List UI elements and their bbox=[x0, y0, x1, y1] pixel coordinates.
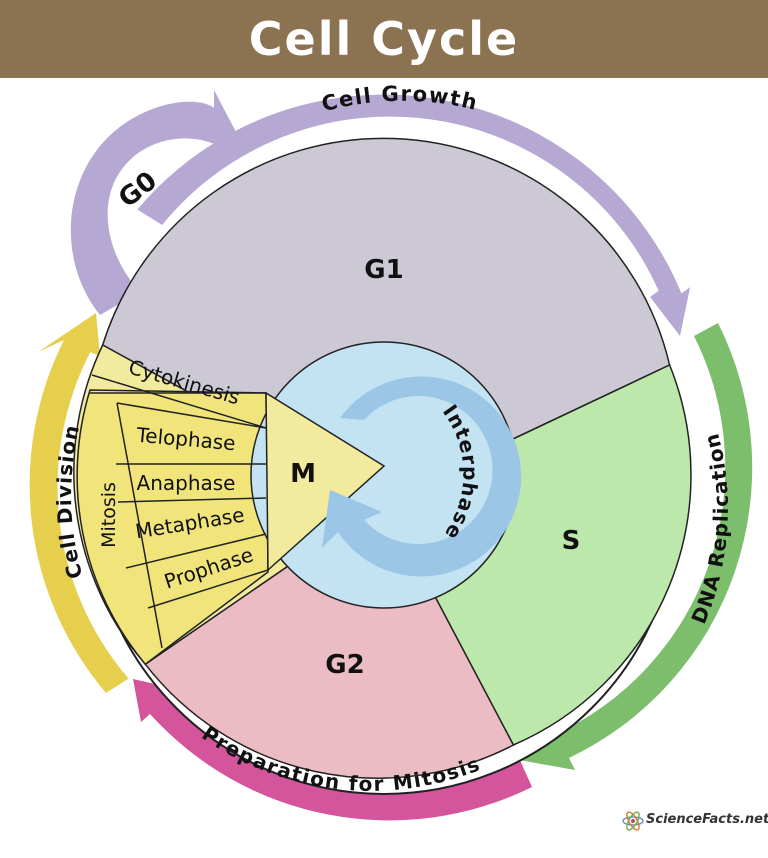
g2-label: G2 bbox=[325, 650, 364, 680]
title-bar: Cell Cycle bbox=[0, 0, 768, 78]
mitosis-dividers bbox=[90, 374, 269, 649]
logo-text: ScienceFacts.net bbox=[646, 812, 768, 827]
s-sector bbox=[382, 363, 692, 746]
mitosis-band bbox=[76, 389, 269, 666]
atom-icon bbox=[622, 811, 644, 831]
dna-replication-label: DNA Replication bbox=[686, 430, 733, 627]
g2-sector bbox=[144, 498, 515, 779]
s-label: S bbox=[562, 526, 581, 556]
m-wedge bbox=[265, 391, 386, 572]
page-title: Cell Cycle bbox=[248, 12, 520, 66]
dna-replication-arrow bbox=[519, 323, 753, 770]
m-label: M bbox=[290, 459, 316, 489]
sciencefacts-logo: ScienceFacts.net bbox=[622, 808, 768, 834]
g0-arrow bbox=[70, 90, 236, 315]
stage-label: Anaphase bbox=[137, 471, 236, 495]
interphase-arrow bbox=[322, 376, 522, 577]
cell-division-arrow bbox=[29, 313, 129, 693]
mitosis-label: Mitosis bbox=[98, 482, 120, 548]
cell-growth-arrow bbox=[137, 94, 691, 336]
g1-label: G1 bbox=[364, 255, 403, 285]
